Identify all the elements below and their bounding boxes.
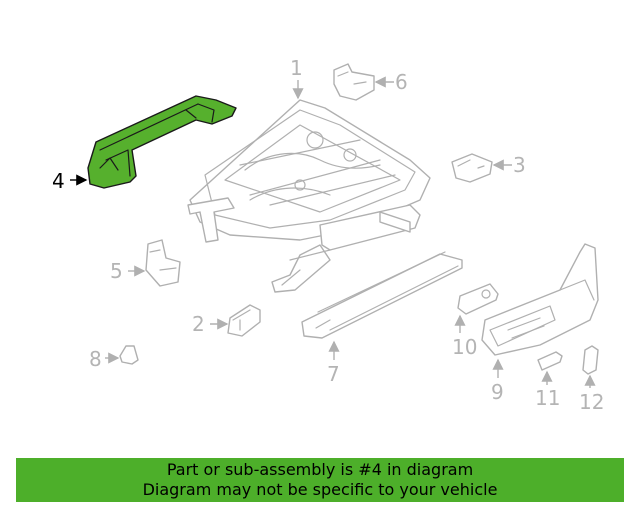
part-7-trim-panel [301,251,463,339]
callout-12: 12 [579,390,604,414]
callout-2: 2 [192,312,205,336]
callout-1: 1 [290,56,303,80]
callout-11: 11 [535,386,560,410]
banner-line-2: Diagram may not be specific to your vehi… [142,480,498,499]
part-5-bracket [145,239,181,287]
callout-5: 5 [110,259,123,283]
callout-6: 6 [395,70,408,94]
part-11-knob [537,351,563,371]
callout-9: 9 [491,380,504,404]
part-3-bracket [451,153,493,183]
notice-banner: Part or sub-assembly is #4 in diagram Di… [16,458,624,502]
callout-8: 8 [89,347,102,371]
callout-4: 4 [52,169,65,193]
callout-7: 7 [327,362,340,386]
part-6-bracket [333,63,375,101]
part-2-bracket [227,304,261,337]
part-4-highlighted-cover [87,95,237,189]
banner-line-1: Part or sub-assembly is #4 in diagram [166,460,474,479]
callout-10: 10 [452,335,477,359]
part-10-switch [457,283,499,315]
callout-3: 3 [513,153,526,177]
part-8-clip [119,345,139,365]
part-1-seat-frame [187,99,431,293]
part-9-side-shield [481,243,599,356]
part-12-knob [582,345,599,375]
parts-diagram: 1 2 3 4 5 6 7 8 9 10 11 12 [52,56,604,414]
